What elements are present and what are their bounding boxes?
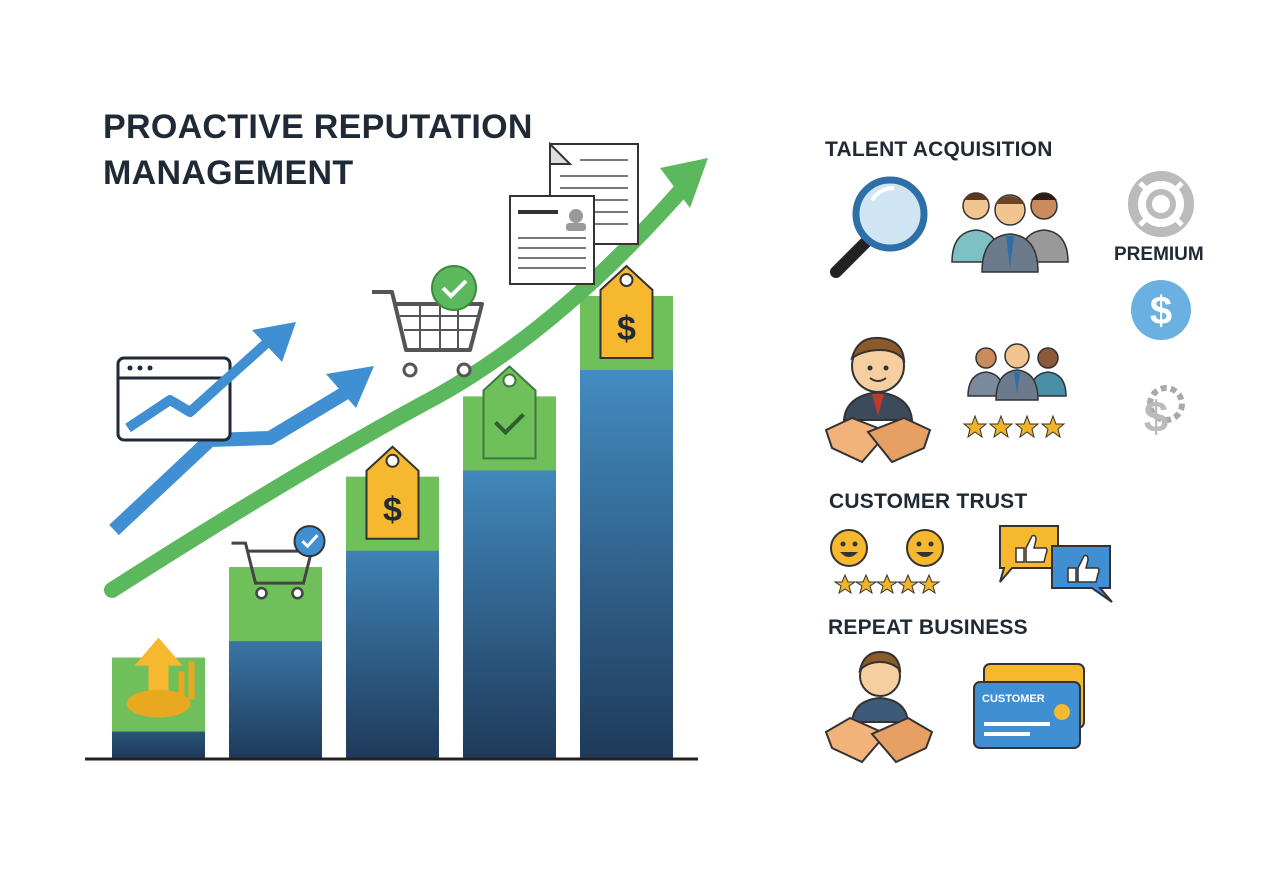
repeat-customer-handshake-icon [824,650,934,764]
svg-text:$: $ [617,310,636,348]
svg-text:$: $ [383,491,402,529]
magnifying-glass-icon [830,176,928,278]
dollar-coin-icon: $ [1131,280,1191,340]
businessman-handshake-icon [824,336,932,464]
premium-label: PREMIUM [1114,244,1204,265]
thumbs-up-bubble-icon-2 [1051,545,1113,603]
happy-face-icon-2 [906,529,944,567]
resume-documents-icon [509,141,639,285]
svg-text:$: $ [1150,289,1172,333]
shopping-cart-icon [231,525,326,600]
thumbs-up-bubble-icon [999,525,1059,583]
bar-cap-2 [229,567,322,642]
price-tag-icon: $ [599,264,654,359]
happy-face-icon [830,529,868,567]
five-star-rating [833,573,941,595]
title-line-2: MANAGEMENT [103,154,354,192]
team-people-icon [951,192,1069,273]
bar-group: $$ [112,264,673,758]
bar-5 [580,296,673,758]
rating-stars [962,414,1066,439]
customer-card-label: CUSTOMER [982,693,1045,705]
blue-trend-arrow [109,366,374,536]
customer-loyalty-card-icon: CUSTOMER [973,663,1085,749]
price-tag-icon: $ [365,445,420,540]
svg-text:$: $ [1144,393,1168,442]
approved-tag-icon [482,365,537,460]
analytics-browser-icon [116,322,296,442]
money-growth-icon [126,637,195,718]
rated-team-icon [962,343,1067,439]
page-title: PROACTIVE REPUTATION MANAGEMENT [103,104,533,196]
dollar-gear-icon: $ [1144,385,1185,442]
talent-acquisition-heading: TALENT ACQUISITION [825,138,1053,161]
customer-trust-heading: CUSTOMER TRUST [829,490,1028,513]
green-growth-arrow [104,158,708,598]
shopping-cart-check-icon [372,265,484,378]
premium-badge-icon [1128,171,1194,237]
repeat-business-heading: REPEAT BUSINESS [828,616,1028,639]
title-line-1: PROACTIVE REPUTATION [103,108,533,146]
